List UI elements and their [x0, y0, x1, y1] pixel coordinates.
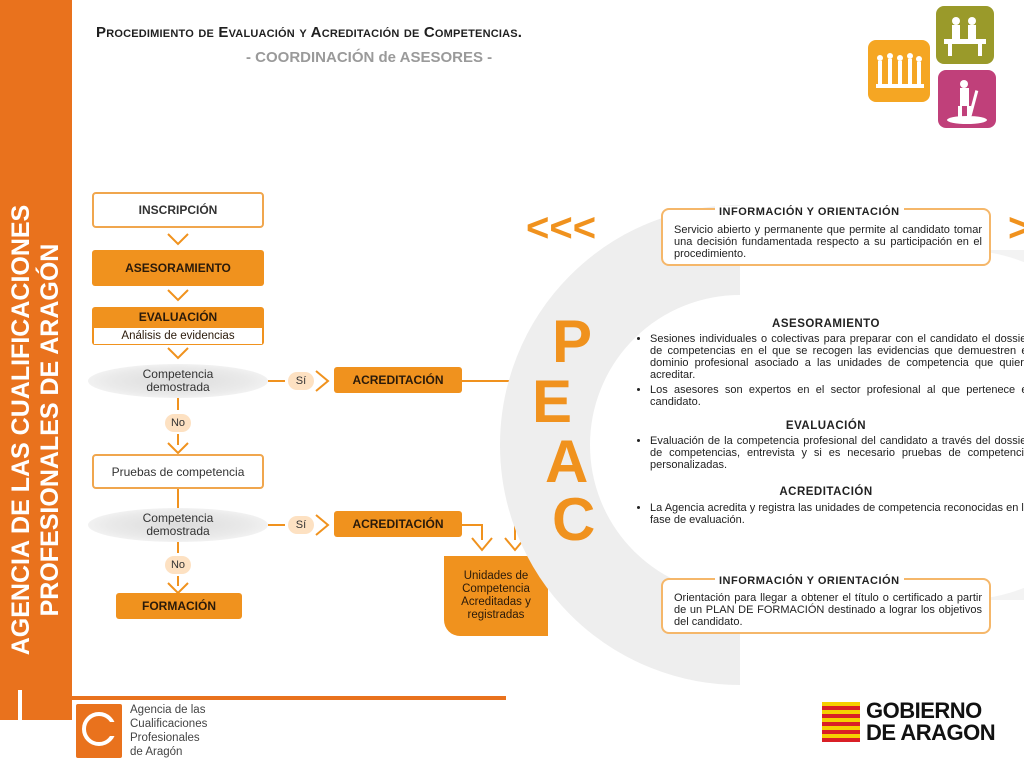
info-bottom-text: Orientación para llegar a obtener el tít… — [674, 592, 982, 628]
evaluacion-box: EVALUACIÓN Análisis de evidencias — [92, 307, 264, 345]
sidebar-band: AGENCIA DE LAS CUALIFICACIONES PROFESION… — [0, 0, 72, 720]
chevrons-left: <<< — [526, 206, 597, 250]
evaluacion-bullets: Evaluación de la competencia profesional… — [636, 435, 1024, 474]
page-title: Procedimiento de Evaluación y Acreditaci… — [96, 24, 522, 41]
worker-icon — [938, 70, 996, 128]
asesoramiento-bullet-1: Sesiones individuales o colectivas para … — [650, 333, 1024, 381]
sidebar-marker — [18, 690, 22, 720]
gobierno-line-1: GOBIERNO — [866, 698, 982, 723]
unidades-label: Unidades de Competencia Acreditadas y re… — [461, 570, 531, 621]
agency-logo-text: Agencia de las Cualificaciones Profesion… — [130, 703, 207, 759]
acreditacion-bullets: La Agencia acredita y registra las unida… — [636, 502, 1024, 529]
inscripcion-label: INSCRIPCIÓN — [138, 203, 218, 217]
gobierno-line-2: DE ARAGON — [866, 720, 996, 745]
competencia-decision-2: Competencia demostrada — [88, 508, 268, 542]
asesoramiento-bullet-2: Los asesores son expertos en el sector p… — [650, 384, 1024, 408]
acreditacion-title: ACREDITACIÓN — [779, 486, 873, 498]
peac-letter-p: P — [552, 308, 593, 375]
people-group-icon — [868, 40, 930, 102]
agency-name-line-4: de Aragón — [130, 746, 183, 758]
gobierno-aragon-text: GOBIERNO DE ARAGON — [866, 698, 996, 745]
acreditacion-bullet-1: La Agencia acredita y registra las unida… — [650, 502, 1024, 526]
asesoramiento-title: ASESORAMIENTO — [772, 318, 880, 330]
inscripcion-box: INSCRIPCIÓN — [92, 192, 264, 228]
competencia-decision-1: Competencia demostrada — [88, 364, 268, 398]
peac-letter-c: C — [552, 486, 596, 553]
info-top-title: INFORMACIÓN Y ORIENTACIÓN — [715, 206, 904, 218]
info-top-text: Servicio abierto y permanente que permit… — [674, 224, 982, 260]
competencia-label-2: Competencia demostrada — [142, 511, 214, 538]
evaluacion-bullet-1: Evaluación de la competencia profesional… — [650, 435, 1024, 471]
evaluacion-title: EVALUACIÓN — [785, 420, 867, 432]
agency-name-line-3: Profesionales — [130, 732, 200, 744]
chevron-right: > — [1008, 206, 1024, 250]
formacion-label: FORMACIÓN — [142, 599, 216, 613]
si-label-1: Sí — [288, 372, 314, 390]
pruebas-box: Pruebas de competencia — [92, 454, 264, 489]
acreditacion-box-1: ACREDITACIÓN — [334, 367, 462, 393]
asesoramiento-box: ASESORAMIENTO — [92, 250, 264, 286]
agency-logo-icon: CA — [76, 704, 122, 758]
competencia-label-1: Competencia demostrada — [142, 367, 214, 394]
page-subtitle: - COORDINACIÓN de ASESORES - — [246, 49, 493, 66]
unidades-box: Unidades de Competencia Acreditadas y re… — [444, 556, 548, 636]
no-label-2: No — [165, 556, 191, 574]
acreditacion-label-2: ACREDITACIÓN — [352, 517, 444, 531]
pruebas-label: Pruebas de competencia — [111, 464, 245, 479]
peac-letter-a: A — [545, 428, 589, 495]
acreditacion-label-1: ACREDITACIÓN — [352, 373, 444, 387]
evaluacion-label: EVALUACIÓN — [138, 310, 218, 324]
formacion-box: FORMACIÓN — [116, 593, 242, 619]
peac-letter-e: E — [532, 368, 573, 435]
footer-divider — [72, 696, 506, 700]
si-label-2: Sí — [288, 516, 314, 534]
no-label-1: No — [165, 414, 191, 432]
asesoramiento-label: ASESORAMIENTO — [125, 261, 231, 275]
info-bottom-box — [661, 578, 991, 634]
title-text: Procedimiento de Evaluación y Acreditaci… — [96, 24, 523, 41]
info-bottom-title: INFORMACIÓN Y ORIENTACIÓN — [715, 575, 904, 587]
aragon-flag-icon — [822, 702, 860, 742]
acreditacion-box-2: ACREDITACIÓN — [334, 511, 462, 537]
meeting-table-icon — [936, 6, 994, 64]
agency-name-line-2: Cualificaciones — [130, 718, 208, 730]
agency-name-line-1: Agencia de las — [130, 704, 206, 716]
asesoramiento-bullets: Sesiones individuales o colectivas para … — [636, 333, 1024, 411]
analisis-label: Análisis de evidencias — [92, 326, 264, 345]
